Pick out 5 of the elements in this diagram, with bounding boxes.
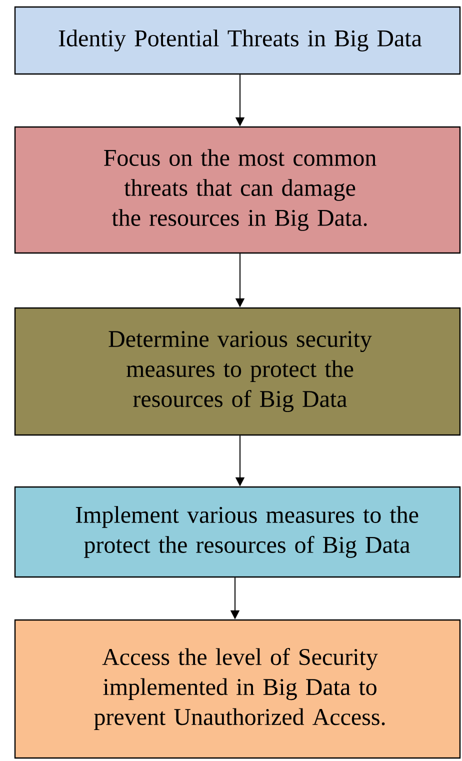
process-box: Identiy Potential Threats in Big Data <box>14 6 461 75</box>
process-box: Determine various security measures to protect the resources of Big Data <box>14 307 461 436</box>
process-box: Access the level of Security implemented in Big Data to prevent Unauthorized Access. <box>14 619 461 759</box>
process-box: Focus on the most common threats that can damage the resources in Big Data. <box>14 126 461 254</box>
process-box: Implement various measures to the protect the resources of Big Data <box>14 486 461 578</box>
